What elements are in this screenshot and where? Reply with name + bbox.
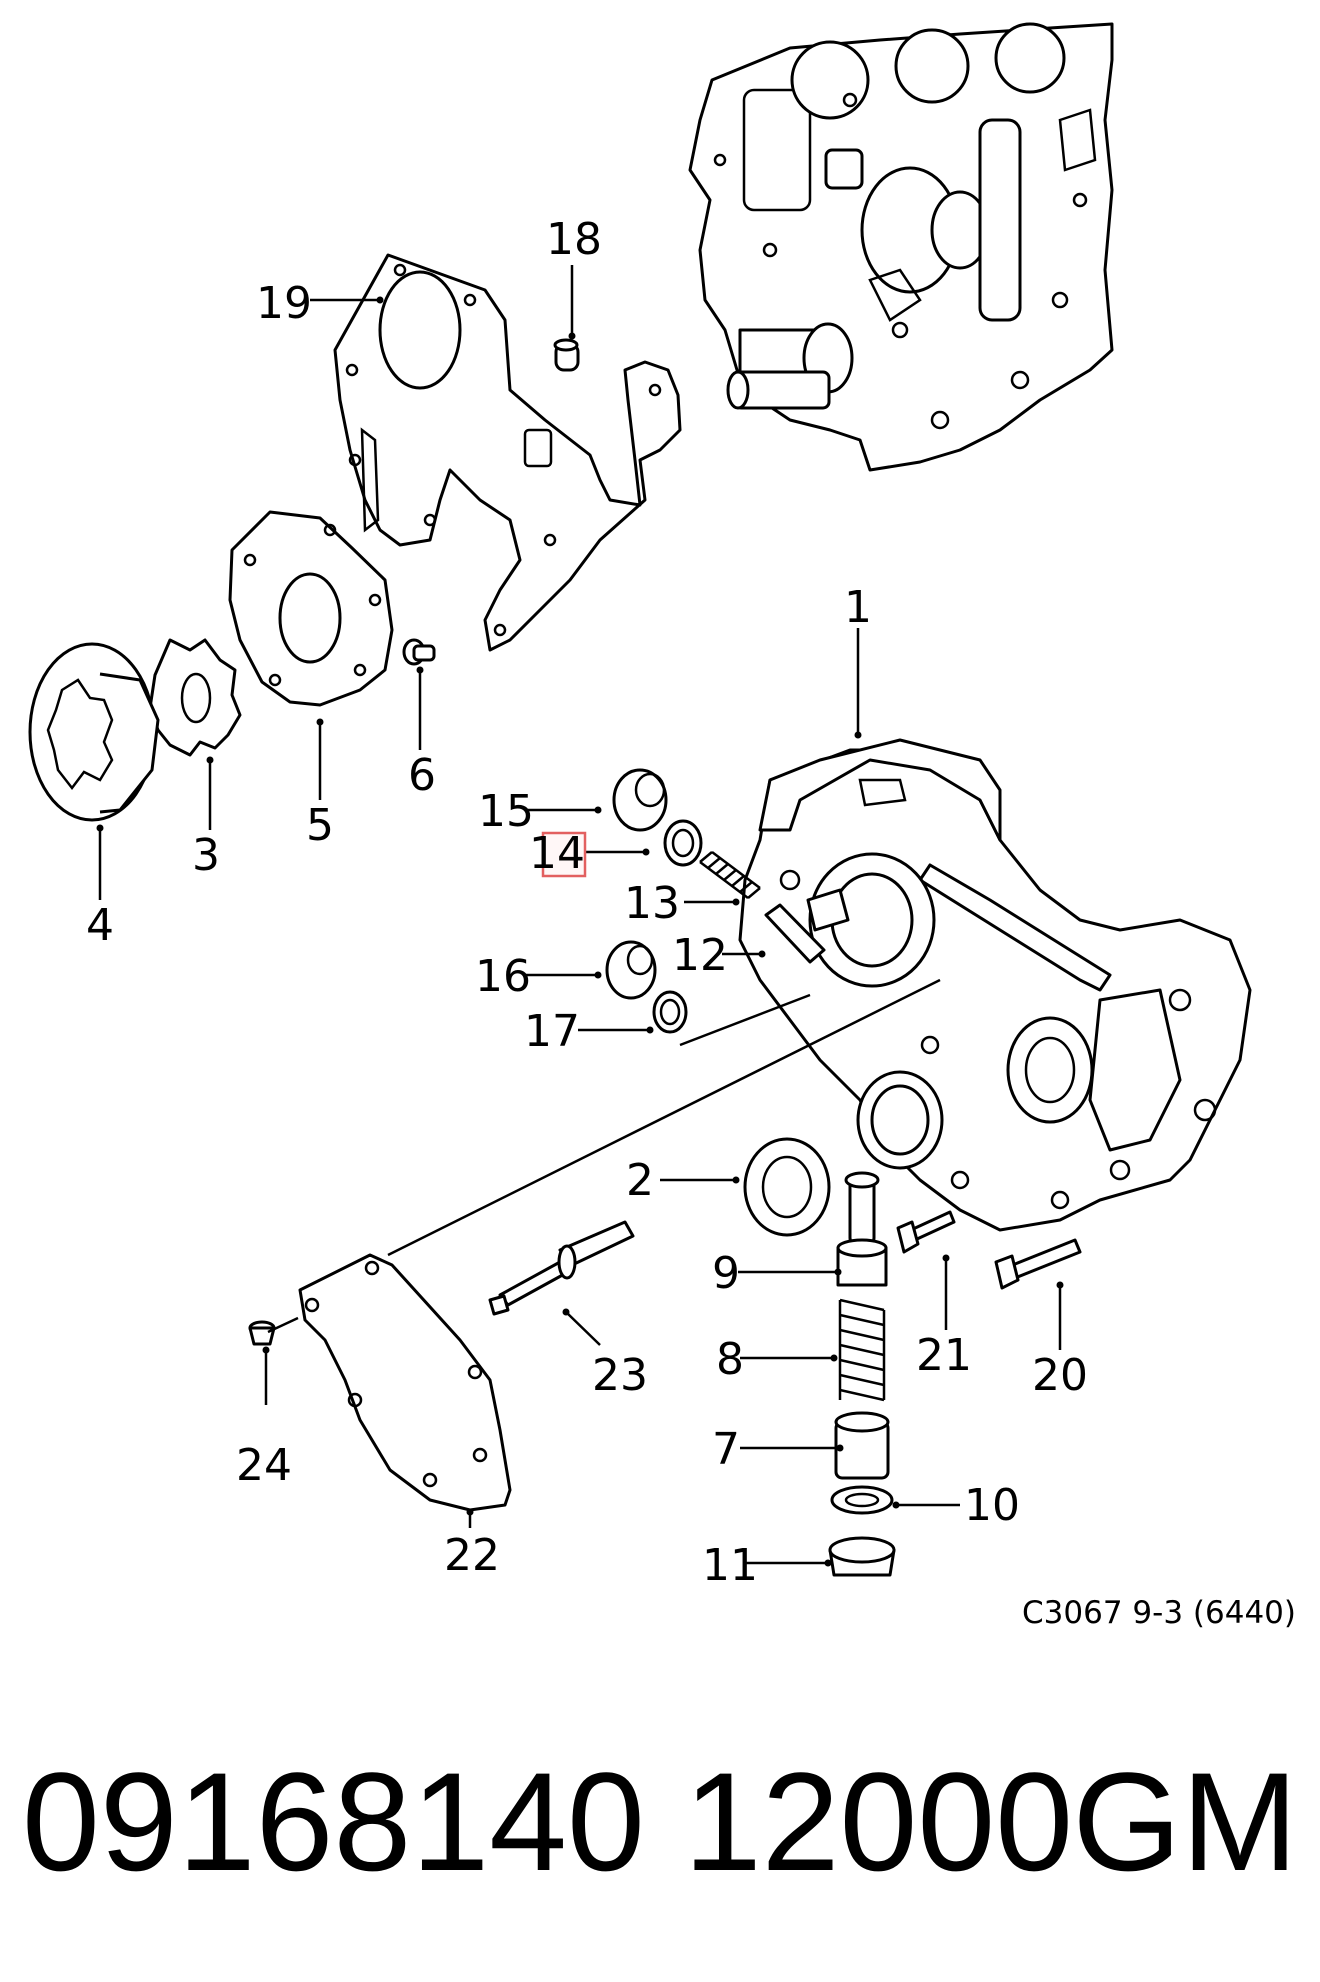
piston-12-illustration	[764, 903, 826, 964]
drawing-code: C3067 9-3 (6440)	[1022, 1595, 1296, 1631]
part-number: 09168140 12000	[22, 1743, 1073, 1900]
assembly-line	[679, 993, 811, 1047]
callout-21: 21	[916, 1330, 972, 1381]
callout-20: 20	[1032, 1350, 1088, 1401]
brand-name: GM	[1072, 1743, 1298, 1900]
outer-rotor-illustration	[28, 642, 160, 822]
seal-ring-14-illustration	[663, 819, 703, 867]
callout-18: 18	[546, 214, 602, 265]
callout-8: 8	[716, 1334, 744, 1385]
callout-10: 10	[964, 1480, 1020, 1531]
timing-cover-gasket-illustration	[333, 253, 682, 652]
seal-ring-17-illustration	[652, 990, 688, 1034]
bolt-21-illustration	[896, 1210, 956, 1254]
screw-24-illustration	[248, 1316, 299, 1346]
callout-7: 7	[712, 1424, 740, 1475]
callout-14: 14	[529, 828, 585, 879]
bolt-20-illustration	[994, 1238, 1082, 1290]
callout-4: 4	[86, 900, 114, 951]
rear-cover-plate-22-illustration	[298, 1253, 512, 1512]
callout-11: 11	[702, 1540, 758, 1591]
pickup-tube-23-illustration	[488, 1220, 635, 1316]
relief-valve-stack-illustration	[828, 1171, 896, 1577]
callout-24: 24	[236, 1440, 292, 1491]
bolt-illustration	[402, 638, 436, 666]
callout-6: 6	[408, 750, 436, 801]
callout-19: 19	[256, 278, 312, 329]
callout-2: 2	[626, 1155, 654, 1206]
spring-13-illustration	[699, 851, 761, 899]
pump-cover-plate-illustration	[228, 510, 394, 707]
engine-block-illustration	[688, 22, 1114, 472]
callout-highlight	[541, 831, 587, 878]
pin-illustration	[553, 338, 580, 372]
callout-15: 15	[478, 786, 534, 837]
callout-13: 13	[624, 878, 680, 929]
plug-16-illustration	[605, 940, 657, 1000]
inner-rotor-illustration	[148, 638, 242, 757]
callout-23: 23	[592, 1350, 648, 1401]
callout-22: 22	[444, 1530, 500, 1581]
callout-5: 5	[306, 800, 334, 851]
oil-pump-housing-illustration	[738, 738, 1252, 1232]
callout-1: 1	[844, 582, 872, 633]
callout-3: 3	[192, 830, 220, 881]
callout-12: 12	[672, 930, 728, 981]
callout-9: 9	[712, 1248, 740, 1299]
assembly-line	[387, 978, 941, 1257]
callout-16: 16	[475, 951, 531, 1002]
leader-lines	[96, 265, 1064, 1567]
callout-17: 17	[524, 1006, 580, 1057]
crank-seal-2-illustration	[743, 1137, 831, 1237]
plug-15-illustration	[612, 768, 668, 832]
